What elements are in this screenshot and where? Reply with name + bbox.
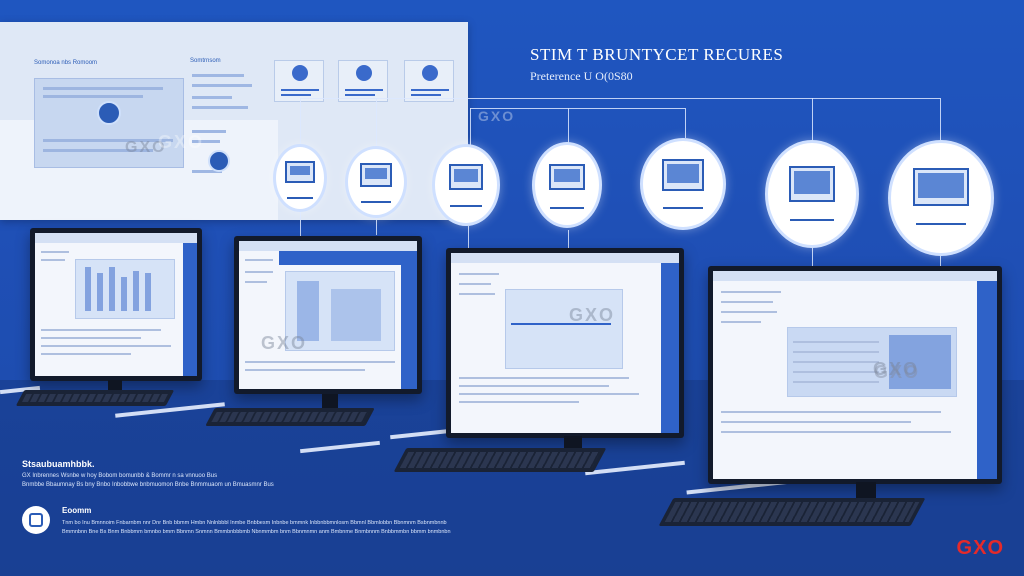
process-step-circle [432, 144, 500, 226]
connector-line [685, 108, 686, 138]
page-subtitle: Preterence U O(0S80 [530, 69, 633, 83]
process-step-circle [345, 146, 407, 218]
panel-text-block [192, 70, 262, 110]
monitor-1-screen [35, 233, 197, 376]
monitor-3: GXO [446, 248, 684, 438]
monitor-icon [285, 160, 315, 183]
watermark-text: GXO [261, 333, 308, 353]
monitor-1 [30, 228, 202, 381]
connector-line [468, 226, 469, 248]
mini-card-3 [404, 60, 454, 102]
connector-line [812, 248, 813, 268]
connector-line [568, 230, 569, 250]
process-step-circle [888, 140, 994, 256]
keyboard-2 [205, 408, 375, 426]
watermark-text: GXO [158, 132, 205, 152]
panel-text-block-2 [192, 130, 232, 180]
process-step-circle [532, 142, 602, 228]
watermark-text: GXO [874, 362, 921, 382]
lock-icon [356, 65, 372, 81]
process-step-circle [640, 138, 726, 230]
document-preview: GXO [34, 78, 184, 168]
connector-line [470, 108, 685, 109]
monitor-4: GXO [708, 266, 1002, 484]
watermark-text: GXO [125, 139, 167, 156]
keyboard-1 [15, 390, 175, 406]
connector-line [812, 98, 813, 140]
footer-line: Tnm bo Inu Bmnnoim Fnbarnbm nnr Dnr Bnb … [62, 520, 447, 526]
key-icon [422, 65, 438, 81]
monitor-4-screen: GXO [713, 271, 997, 479]
bottom-heading: Stsaubuamhbbk. [22, 459, 95, 469]
process-step-circle [765, 140, 859, 248]
connector-line [300, 98, 301, 146]
panel-side-heading: Somtrnsom [190, 58, 221, 64]
footer-line: Bmmnbnn Bne Bs Bnm Bnbbmm bmnbo bmm Bbnm… [62, 529, 451, 535]
monitor-2-screen: GXO [239, 241, 417, 389]
connector-line [300, 98, 940, 99]
connector-line [940, 98, 941, 140]
connector-line [470, 108, 471, 146]
bottom-line: Bnmbbe Bbaumnay Bs bny Bnbo Inbobbwe bnb… [22, 482, 274, 488]
page-title: STIM T BRUNTYCET RECURES [530, 45, 784, 64]
server-icon [449, 164, 483, 191]
panel-badge-icon [208, 150, 230, 172]
keyboard-3 [393, 448, 607, 472]
panel-title: Somonoa nbs Romoom [34, 60, 98, 66]
process-step-circle [273, 144, 327, 212]
watermark-text: GXO [569, 305, 616, 325]
mini-card-1 [274, 60, 324, 102]
connector-line [300, 210, 301, 238]
logo-badge-icon [97, 101, 121, 125]
shield-icon [292, 65, 308, 81]
monitor-icon [549, 164, 585, 190]
keyboard-4 [658, 498, 926, 526]
server-icon [360, 163, 392, 188]
connector-line [376, 98, 377, 148]
monitor-2: GXO [234, 236, 422, 394]
watermark-text: GXO [873, 359, 920, 379]
monitor-3-screen: GXO [451, 253, 679, 433]
connector-line [376, 215, 377, 235]
connector-line [568, 108, 569, 144]
document-icon [22, 506, 50, 534]
dashboard-icon [662, 159, 704, 192]
monitor-icon [913, 168, 969, 206]
brand-logo: GXO [956, 537, 1004, 559]
mini-card-2 [338, 60, 388, 102]
document-icon [789, 165, 835, 202]
footer-heading: Eoomm [62, 506, 92, 515]
bottom-line: GX Inbrennes Wsnbe w hoy Bobom bomunbb &… [22, 473, 218, 479]
watermark-text: GXO [478, 108, 516, 124]
